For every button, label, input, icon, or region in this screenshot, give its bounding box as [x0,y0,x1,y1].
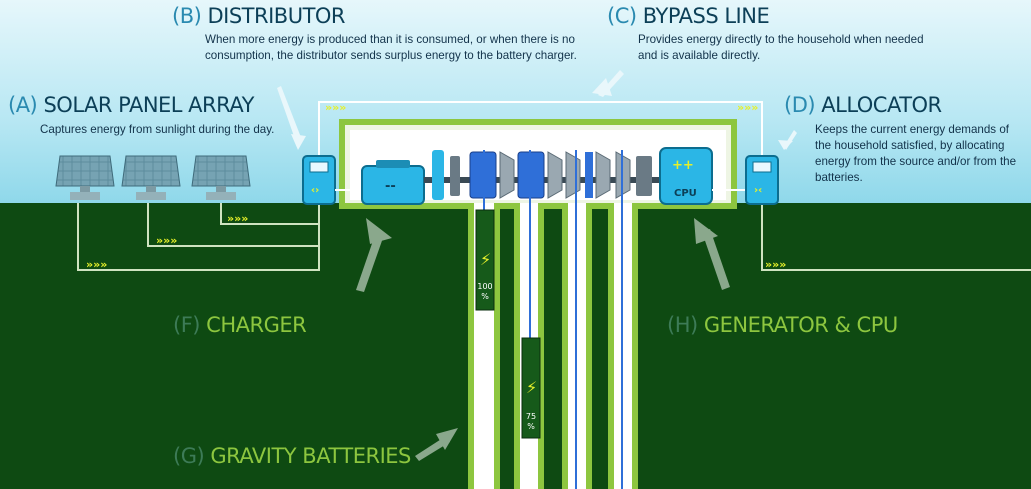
svg-text:»»»: »»» [156,234,177,247]
lightning-icon: ⚡ [480,250,491,269]
solar-panel-icon [55,155,115,200]
distributor-description: When more energy is produced than it is … [205,33,577,62]
svg-text:›‹: ›‹ [754,185,762,196]
solar-panel-icon [191,155,251,200]
allocator-output-line [761,203,1031,271]
solar-heading: (A) SOLAR PANEL ARRAY [8,93,254,117]
bypass-description: Provides energy directly to the househol… [638,33,924,62]
pointer-arrow-icon [356,218,730,461]
gravity-battery-weight-1: ⚡ [475,209,495,311]
solar-description: Captures energy from sunlight during the… [40,123,275,136]
svg-text:»»»: »»» [227,212,248,225]
pointer-arrow-icon [277,70,797,150]
distributor-icon: ‹› [302,155,336,205]
svg-text:»»»: »»» [86,258,107,271]
solar-panel-icon [121,155,181,200]
svg-text:»»»: »»» [737,101,758,114]
svg-text:‹›: ‹› [311,185,319,196]
distributor-heading: (B) DISTRIBUTOR [172,4,346,28]
allocator-icon: ›‹ [745,155,779,205]
charger-heading: (F) CHARGER [173,313,307,337]
bypass-heading: (C) BYPASS LINE [607,4,770,28]
charger-icon: -- [361,160,425,205]
svg-text:--: -- [385,179,396,194]
gravity-battery-weight-2: ⚡ [521,337,541,439]
svg-text:»»»: »»» [325,101,346,114]
battery-level-1: 100 % [477,282,493,301]
generator-heading: (H) GENERATOR & CPU [667,313,898,337]
drive-shaft [424,150,660,200]
flow-chevron-icon: »»» »»» »»» »»» »»» »»» [86,101,786,271]
batteries-heading: (G) GRAVITY BATTERIES [173,444,411,468]
svg-text:»»»: »»» [765,258,786,271]
bypass-line [318,101,763,155]
battery-level-2: 75 % [525,412,537,431]
generator-icon: ++ CPU [659,147,713,205]
svg-text:CPU: CPU [674,188,697,199]
battery-cables [483,150,623,489]
allocator-heading: (D) ALLOCATOR [784,93,942,117]
svg-text:++: ++ [672,158,694,173]
lightning-icon: ⚡ [526,378,537,397]
panel-wiring [77,190,320,271]
allocator-description: Keeps the current energy demands of the … [815,123,1017,184]
